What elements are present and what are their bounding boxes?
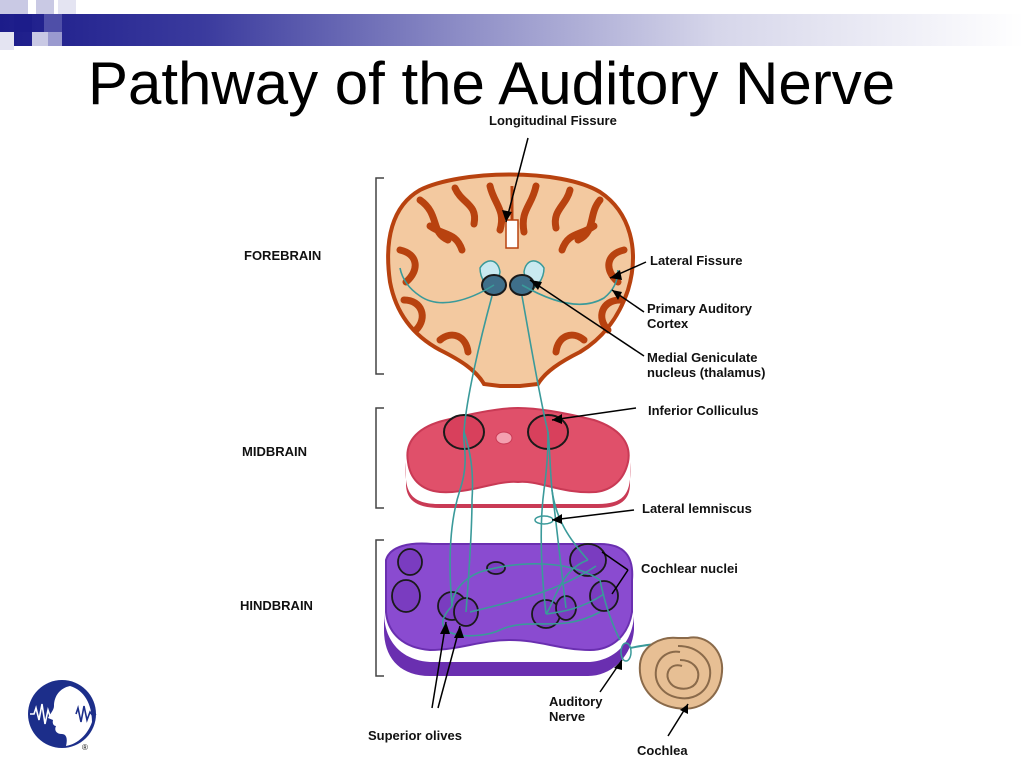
label-arrows — [431, 137, 689, 737]
label-inferior-colliculus: Inferior Colliculus — [648, 403, 759, 418]
label-medial-geniculate-line-2: nucleus (thalamus) — [647, 365, 766, 380]
label-primary-auditory-cortex-line-2: Cortex — [647, 316, 689, 331]
label-lateral-lemniscus: Lateral lemniscus — [642, 501, 752, 516]
arrowheads — [440, 210, 688, 714]
cochlea-illustration — [629, 636, 724, 710]
slide-title: Pathway of the Auditory Nerve — [88, 50, 896, 117]
label-auditory-nerve-line-1: Auditory — [549, 694, 603, 709]
title-bar-gradient — [0, 14, 1024, 46]
logo-registered-mark: ® — [82, 743, 88, 752]
region-brackets — [375, 177, 384, 677]
label-lateral-fissure: Lateral Fissure — [650, 253, 743, 268]
lateral-lemniscus-marker — [534, 515, 554, 525]
label-primary-auditory-cortex-line-1: Primary Auditory — [647, 301, 752, 316]
midbrain-section — [405, 406, 631, 508]
label-longitudinal-fissure: Longitudinal Fissure — [489, 113, 617, 128]
label-cochlear-nuclei: Cochlear nuclei — [641, 561, 738, 576]
forebrain-section — [386, 172, 635, 388]
head-profile-sound-wave-icon — [28, 680, 97, 748]
label-auditory-nerve-line-2: Nerve — [549, 709, 586, 724]
corner-squares-decoration — [0, 0, 76, 50]
label-hindbrain: HINDBRAIN — [240, 598, 313, 613]
hindbrain-section — [384, 542, 634, 676]
label-cochlea: Cochlea — [637, 743, 688, 758]
label-medial-geniculate: Medial Geniculate nucleus (thalamus) — [647, 350, 765, 380]
label-auditory-nerve: Auditory Nerve — [549, 694, 602, 724]
label-forebrain: FOREBRAIN — [244, 248, 322, 263]
label-midbrain: MIDBRAIN — [242, 444, 307, 459]
auditory-nerve-marker — [620, 642, 632, 662]
label-primary-auditory-cortex: Primary Auditory Cortex — [647, 301, 752, 331]
label-medial-geniculate-line-1: Medial Geniculate — [647, 350, 758, 365]
label-superior-olives: Superior olives — [368, 728, 462, 743]
